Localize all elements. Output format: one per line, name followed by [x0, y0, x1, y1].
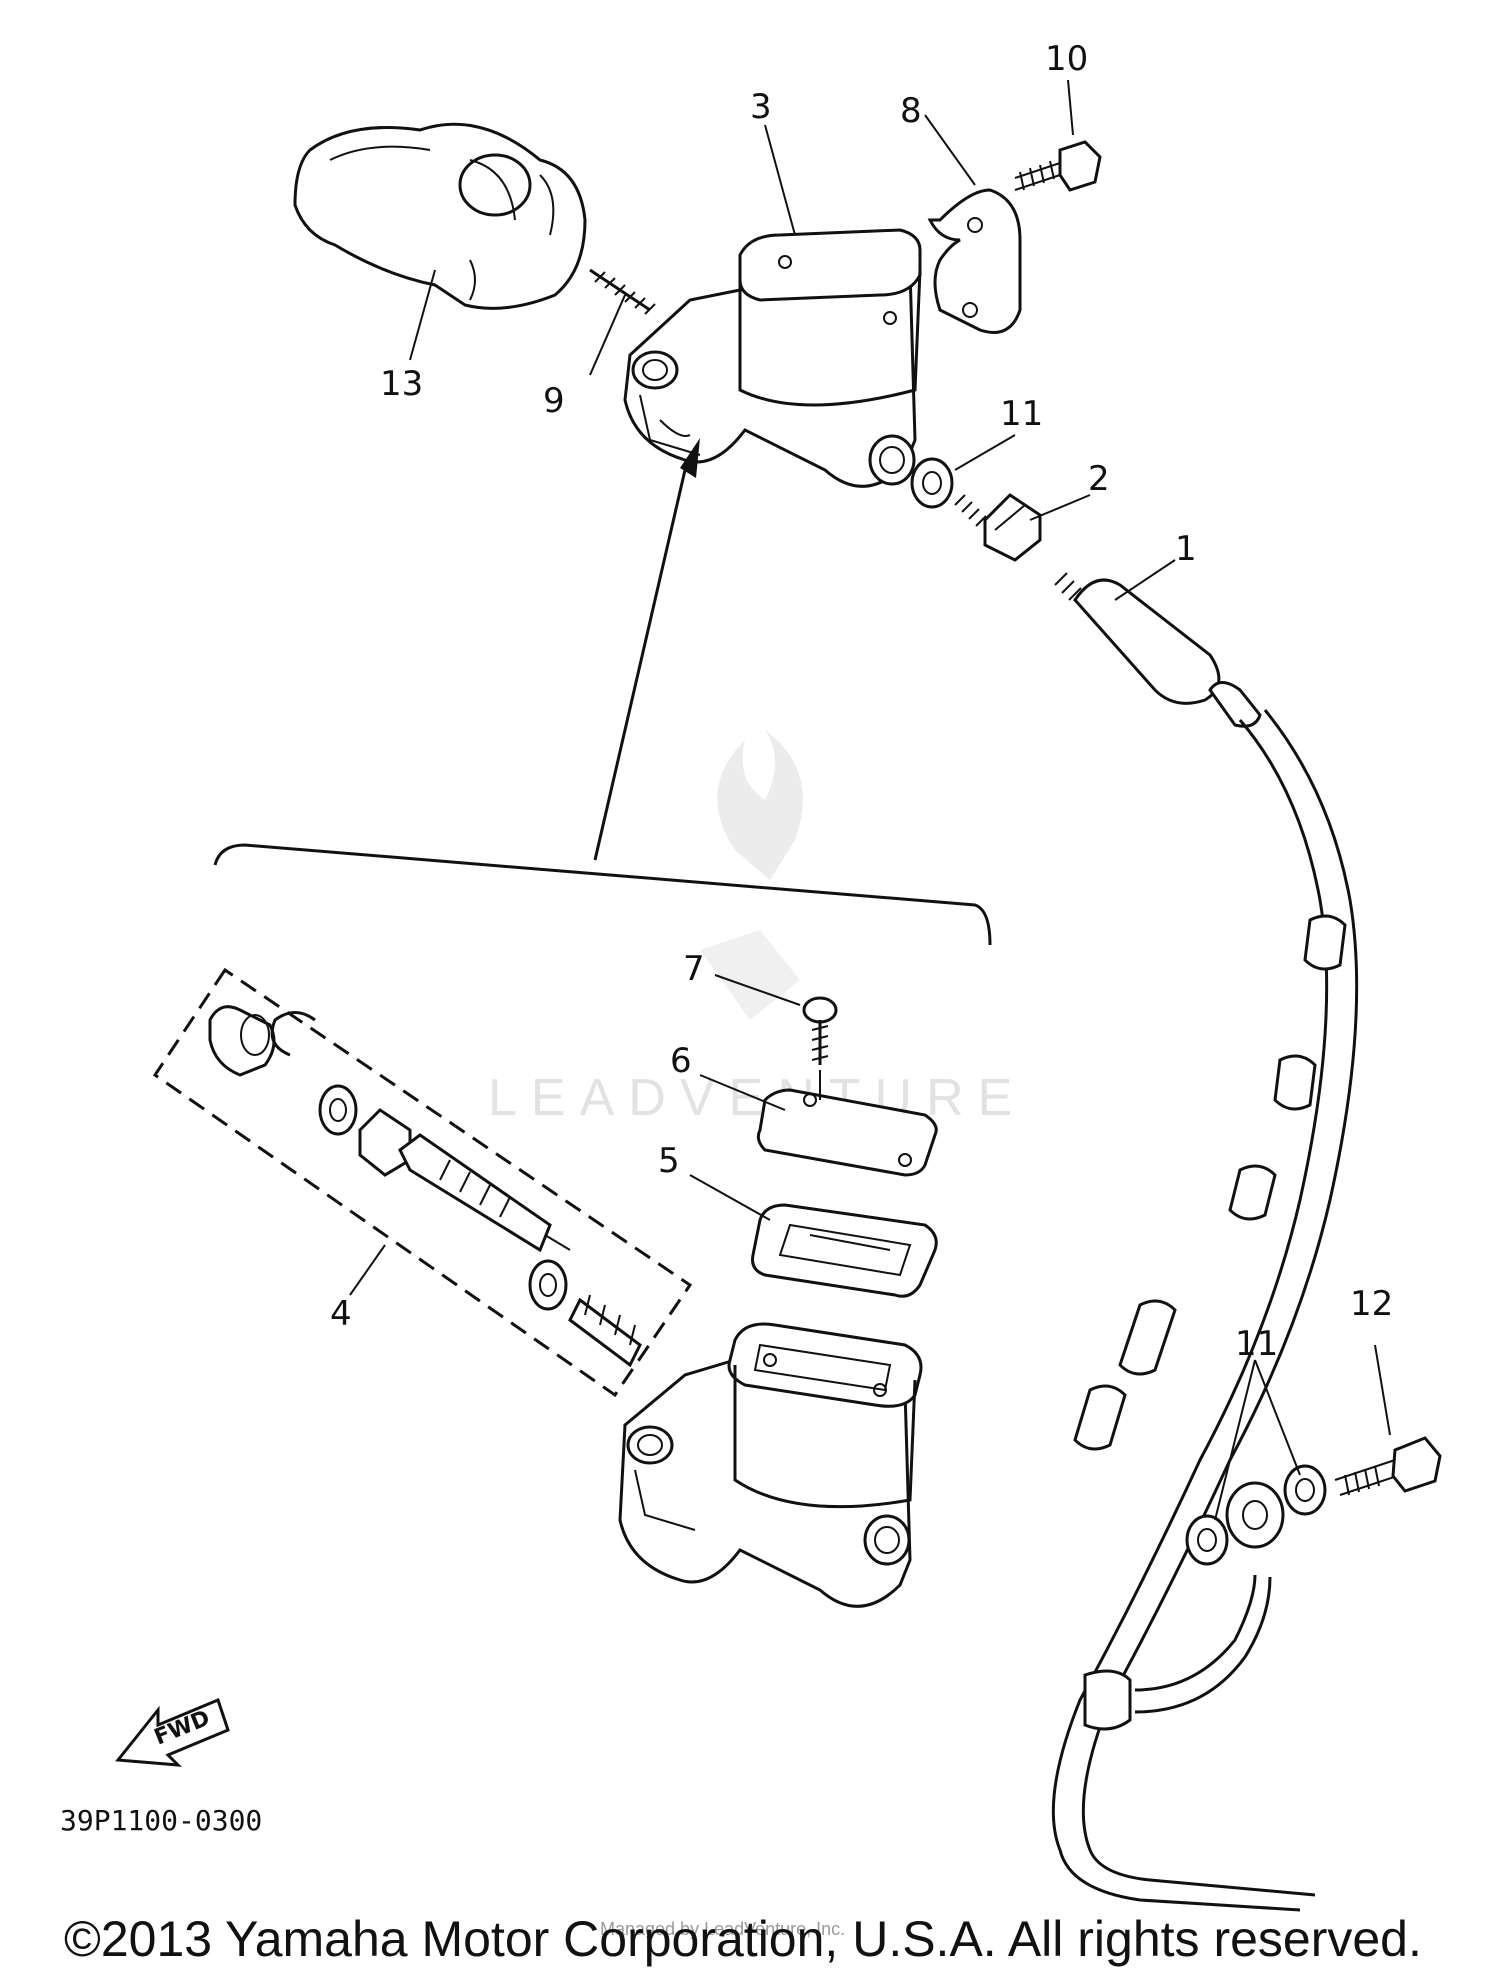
piston-kit-part	[152, 967, 693, 1398]
subassembly-bracket	[213, 438, 992, 946]
callout-11-top: 11	[1000, 394, 1043, 434]
banjo-washers-part	[1185, 1464, 1327, 1566]
master-cylinder-body-exploded	[618, 1322, 923, 1608]
brake-fitting-part	[954, 493, 1042, 562]
leader-lines	[349, 79, 1391, 1521]
callout-2: 2	[1088, 459, 1110, 499]
callout-9: 9	[543, 381, 565, 421]
leadventure-watermark: LEADVENTURE	[488, 730, 1012, 1127]
callout-11-bottom: 11	[1235, 1324, 1278, 1364]
copper-washer-top	[910, 457, 954, 509]
union-bolt-part	[1334, 1436, 1442, 1496]
callout-10: 10	[1045, 39, 1088, 79]
callout-8: 8	[900, 91, 922, 131]
clamp-part	[927, 188, 1022, 334]
forward-direction-arrow: FWD	[115, 1697, 230, 1767]
callout-5: 5	[658, 1141, 680, 1181]
callout-4: 4	[330, 1294, 352, 1334]
brake-hose-part	[1051, 572, 1359, 1912]
clamp-bolt-part	[1014, 140, 1102, 192]
callout-12: 12	[1350, 1284, 1393, 1324]
reservoir-cap-part	[756, 1088, 938, 1177]
pivot-bolt-part	[589, 268, 656, 315]
callout-1: 1	[1175, 529, 1197, 569]
callout-13: 13	[380, 364, 423, 404]
lever-cover-part	[293, 122, 587, 310]
cap-screw-part	[802, 996, 838, 1100]
master-cylinder-part	[623, 228, 922, 488]
callout-7: 7	[683, 949, 705, 989]
diagram-code: 39P1100-0300	[60, 1804, 262, 1837]
diaphragm-part	[751, 1203, 938, 1298]
overlay-note: Managed by LeadVenture, Inc.	[600, 1919, 845, 1939]
copyright-notice: ©2013 Yamaha Motor Corporation, U.S.A. A…	[64, 1911, 1422, 1967]
callout-6: 6	[670, 1041, 692, 1081]
callout-3: 3	[750, 87, 772, 127]
